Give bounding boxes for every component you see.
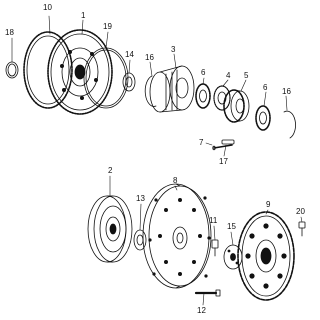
part-13-washer [133, 229, 147, 251]
callout-8: 8 [173, 176, 178, 185]
part-9-pressure-plate [237, 211, 295, 301]
callout-5: 5 [244, 71, 249, 80]
part-16-snap-ring-right [283, 110, 296, 139]
exploded-parts-diagram [5, 15, 306, 306]
part-6-gear-left [195, 83, 211, 109]
callout-16b: 16 [282, 87, 291, 96]
callout-15: 15 [227, 222, 236, 231]
part-20-bolt [298, 221, 306, 237]
part-14-washer [122, 72, 136, 92]
callout-16a: 16 [145, 53, 154, 62]
part-12-bolt [194, 289, 221, 297]
callout-2: 2 [108, 166, 113, 175]
part-1-drive-plate [47, 29, 113, 115]
callout-11: 11 [209, 216, 218, 225]
part-16-snap-ring-left [144, 75, 157, 107]
callout-13: 13 [136, 194, 145, 203]
callout-9: 9 [266, 200, 271, 209]
part-2-clutch-disc [87, 195, 133, 263]
leader-lines [11, 15, 303, 306]
part-3-clutch-drum [149, 65, 195, 113]
callout-19: 19 [103, 22, 112, 31]
part-18-snap-ring [5, 61, 19, 79]
callout-14: 14 [125, 50, 134, 59]
part-8-flywheel [142, 183, 212, 289]
callout-10: 10 [43, 3, 52, 12]
callout-12: 12 [197, 306, 206, 315]
callout-18: 18 [5, 28, 14, 37]
callout-6b: 6 [263, 83, 268, 92]
callout-1: 1 [81, 11, 86, 20]
callout-17: 17 [219, 157, 228, 166]
part-6-gear-right [255, 105, 271, 131]
callout-3: 3 [171, 45, 176, 54]
part-7-pin [212, 144, 233, 151]
part-10-ring-gear [23, 31, 73, 109]
part-19-o-ring [83, 47, 129, 109]
callout-4: 4 [226, 71, 231, 80]
part-4-hub [213, 85, 231, 111]
callout-6a: 6 [201, 68, 206, 77]
callout-20: 20 [296, 207, 305, 216]
part-5-splined-gear [223, 89, 250, 123]
part-11-bolt [211, 239, 219, 257]
callout-7: 7 [199, 138, 204, 147]
part-17-dowel [221, 139, 235, 145]
